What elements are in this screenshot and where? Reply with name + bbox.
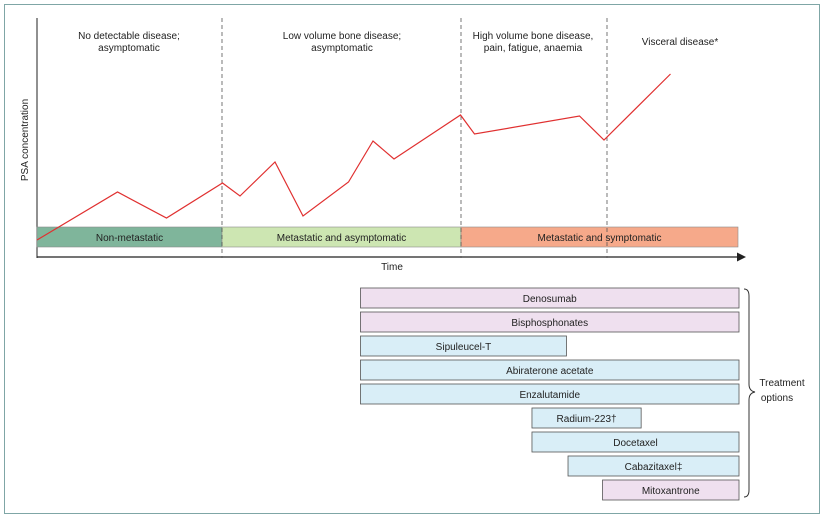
treatment-bar-4 (360, 359, 740, 381)
stage-label-3-line-2: pain, fatigue, anaemia (484, 43, 583, 54)
treatment-bar-8 (567, 455, 740, 477)
treatment-bar-9 (602, 479, 740, 501)
psa-curve (36, 73, 671, 241)
phase-label-3: Metastatic and symptomatic (538, 233, 662, 244)
treatment-brace (743, 288, 756, 498)
treatment-bar-5 (360, 383, 740, 405)
stage-label-4-line-1: Visceral disease* (642, 37, 719, 48)
phase-label-2: Metastatic and asymptomatic (277, 233, 407, 244)
treatment-bar-3 (360, 335, 567, 357)
stage-label-2-line-1: Low volume bone disease; (283, 31, 401, 42)
treatment-bar-6 (531, 407, 642, 429)
treatment-bar-7 (531, 431, 740, 453)
treatment-label-9: Mitoxantrone (642, 486, 700, 497)
treatment-bar-2 (360, 311, 740, 333)
stage-label-1-line-1: No detectable disease; (78, 31, 180, 42)
treatment-label-8: Cabazitaxel‡ (625, 462, 683, 473)
treatment-label-3: Sipuleucel-T (436, 342, 492, 353)
treatment-label-2: Bisphosphonates (511, 318, 588, 329)
stage-label-3-line-1: High volume bone disease, (473, 31, 594, 42)
stage-label-2-line-2: asymptomatic (311, 43, 373, 54)
x-axis-label: Time (381, 262, 403, 273)
figure-frame (4, 4, 820, 514)
x-axis-arrow (737, 252, 746, 262)
phase-bars: Non-metastatic Metastatic and asymptomati… (36, 226, 739, 248)
treatment-label-line-1: Treatment (759, 378, 804, 389)
y-axis-label: PSA concentration (20, 99, 31, 181)
treatment-label-6: Radium-223† (557, 414, 617, 425)
treatment-label-7: Docetaxel (613, 438, 657, 449)
treatment-label-4: Abiraterone acetate (506, 366, 594, 377)
treatment-bar-1 (360, 287, 740, 309)
treatment-label-5: Enzalutamide (519, 390, 580, 401)
treatment-label-line-2: options (761, 393, 793, 404)
treatment-label-1: Denosumab (523, 294, 577, 305)
phase-label-1: Non-metastatic (96, 233, 163, 244)
stage-label-1-line-2: asymptomatic (98, 43, 160, 54)
